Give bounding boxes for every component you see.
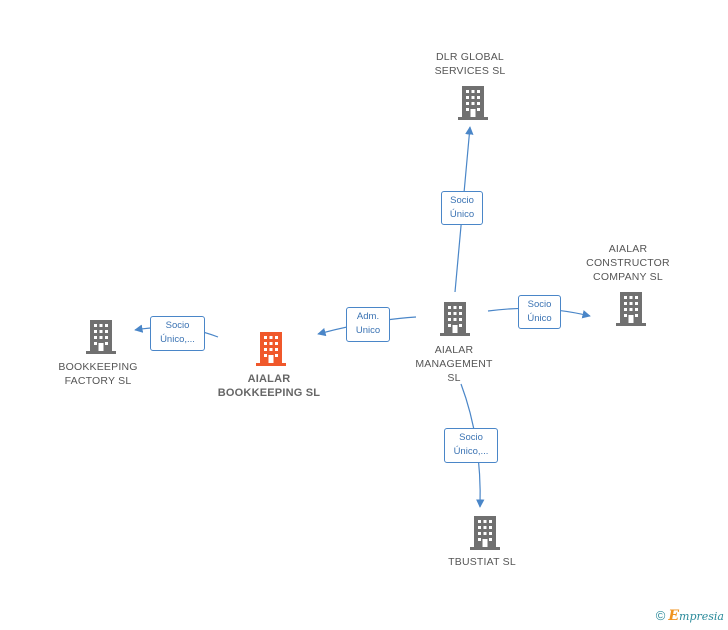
building-icon[interactable] <box>440 302 470 336</box>
brand-logo-text: mpresia <box>679 610 724 623</box>
edge-label-to-factory[interactable]: Socio Único,... <box>150 316 205 351</box>
brand-logo-e: E <box>668 608 680 624</box>
node-label-constructor: AIALAR CONSTRUCTOR COMPANY SL <box>586 243 670 283</box>
brand-footer: ©Empresia <box>656 608 724 624</box>
node-label-tbustiat: TBUSTIAT SL <box>448 556 516 568</box>
building-icon[interactable] <box>458 86 488 120</box>
building-icon[interactable] <box>470 516 500 550</box>
node-label-dlr: DLR GLOBAL SERVICES SL <box>434 51 506 77</box>
edge-label-to-bookkeeping[interactable]: Adm. Unico <box>346 307 390 342</box>
copyright-icon: © <box>655 608 666 623</box>
node-label-management: AIALAR MANAGEMENT SL <box>415 344 493 384</box>
building-icon[interactable] <box>86 320 116 354</box>
edge-label-to-constructor[interactable]: Socio Único <box>518 295 561 329</box>
building-icon[interactable] <box>256 332 286 366</box>
edge-label-to-dlr[interactable]: Socio Único <box>441 191 483 225</box>
node-label-factory: BOOKKEEPING FACTORY SL <box>58 361 138 387</box>
node-label-bookkeeping: AIALAR BOOKKEEPING SL <box>217 373 321 399</box>
edge-label-to-tbustiat[interactable]: Socio Único,... <box>444 428 498 463</box>
building-icon[interactable] <box>616 292 646 326</box>
